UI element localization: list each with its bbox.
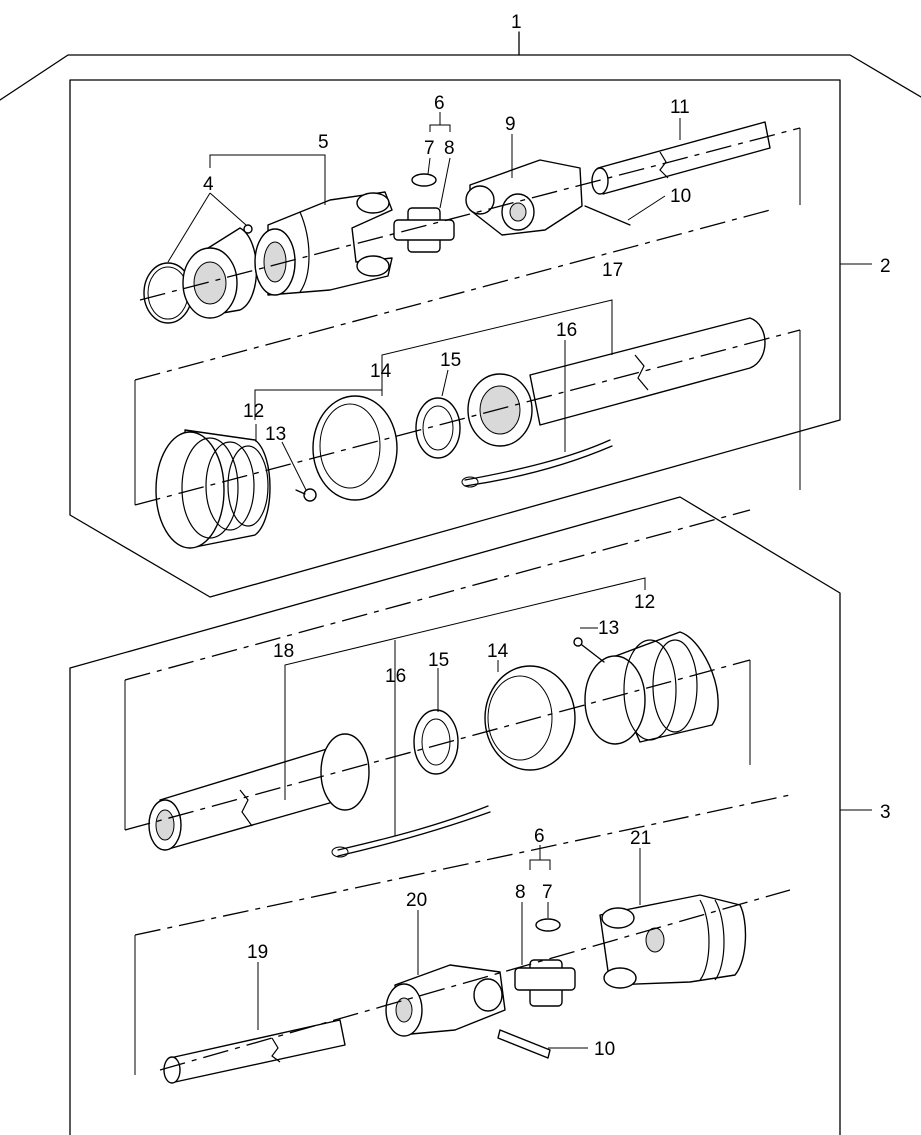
callout-20: 20 <box>406 890 427 911</box>
part-16-chain-upper <box>461 439 613 488</box>
part-19-tube <box>163 1019 346 1084</box>
callout-9: 9 <box>505 114 516 135</box>
part-20-yoke <box>385 964 506 1037</box>
callout-6-lower: 6 <box>534 826 545 847</box>
callout-4: 4 <box>203 174 214 195</box>
leader-lines <box>167 112 681 1049</box>
part-16-chain-lower <box>331 805 491 858</box>
part-4-bearing-housing <box>182 227 258 319</box>
part-12-protection-cone-lower <box>584 631 719 745</box>
callout-12-lower: 12 <box>634 592 655 613</box>
callout-5: 5 <box>318 132 329 153</box>
callout-14-upper: 14 <box>370 361 392 382</box>
callout-8-lower: 8 <box>515 882 526 903</box>
callout-18: 18 <box>273 641 294 662</box>
part-14-bearing-ring-upper <box>312 395 398 501</box>
callout-16-upper: 16 <box>556 320 577 341</box>
callout-19: 19 <box>247 942 268 963</box>
callout-21: 21 <box>630 828 651 849</box>
callout-14-lower: 14 <box>487 641 509 662</box>
part-15-support-ring-upper <box>415 397 461 459</box>
callout-7-lower: 7 <box>542 882 553 903</box>
part-18-inner-tube-guard <box>148 733 370 851</box>
panel-upper-frame <box>69 79 872 598</box>
callout-10-upper: 10 <box>670 186 691 207</box>
callout-13-lower: 13 <box>598 618 619 639</box>
part-5-yoke <box>254 191 393 296</box>
callout-6-upper: 6 <box>434 93 445 114</box>
callout-8-upper: 8 <box>444 138 455 159</box>
lower-axis-lines <box>124 509 791 1075</box>
callout-15-lower: 15 <box>428 650 449 671</box>
callout-11: 11 <box>670 97 690 118</box>
callout-15-upper: 15 <box>440 350 461 371</box>
part-6-cross-journal-lower <box>514 918 576 1007</box>
callout-16-lower: 16 <box>385 666 406 687</box>
part-14-bearing-ring-lower <box>484 665 576 771</box>
part-17-outer-tube-guard <box>467 317 766 447</box>
part-13-screw-lower <box>573 637 605 663</box>
callout-labels: 1 2 3 4 5 6 7 8 9 10 11 12 13 14 15 16 1… <box>203 12 891 1060</box>
callout-10-lower: 10 <box>594 1039 615 1060</box>
part-6-cross-journal-upper <box>393 173 455 253</box>
callout-2: 2 <box>880 256 891 277</box>
upper-axis-lines <box>134 127 801 506</box>
part-11-tube <box>591 121 771 195</box>
callout-1: 1 <box>511 12 522 33</box>
part-10-pin-lower <box>497 1029 551 1059</box>
callout-13-upper: 13 <box>265 424 286 445</box>
part-15-support-ring-lower <box>413 709 459 775</box>
part-21-yoke <box>599 894 747 989</box>
part-13-screw-upper <box>295 488 317 502</box>
callout-7-upper: 7 <box>424 138 435 159</box>
part-12-protection-cone-upper <box>155 429 271 549</box>
callout-3: 3 <box>880 802 891 823</box>
callout-17: 17 <box>602 260 623 281</box>
callout-12-upper: 12 <box>243 401 264 422</box>
assembly-bracket-1 <box>0 31 921 101</box>
panel-lower-frame <box>69 496 872 1135</box>
part-9-yoke <box>465 159 631 236</box>
